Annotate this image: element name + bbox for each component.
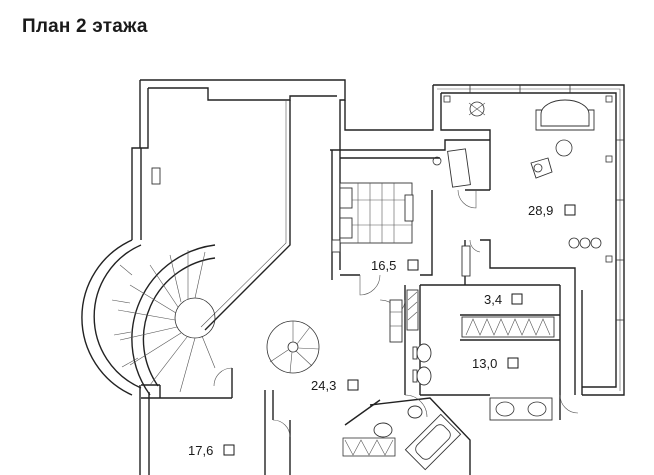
plan-title: План 2 этажа [22, 16, 148, 37]
bed [339, 182, 414, 244]
closet-shelves [389, 289, 555, 343]
window-marks [443, 85, 624, 321]
spiral-staircase-small [266, 320, 320, 374]
room-labels: 16,5 28,9 3,4 13,0 24,3 17,6 [188, 203, 576, 458]
room-label-left: 17,6 [188, 443, 235, 458]
room-label-hall: 24,3 [311, 378, 359, 393]
square-meter-icon [511, 293, 523, 305]
plant-icon [568, 237, 602, 249]
area-room-left: 17,6 [188, 443, 213, 458]
bathroom-fixtures [342, 343, 553, 471]
square-meter-icon [507, 357, 519, 369]
bedroom-desk [432, 148, 471, 277]
area-closet: 3,4 [484, 292, 502, 307]
room-label-living: 28,9 [528, 203, 576, 218]
misc-details [151, 167, 341, 253]
square-meter-icon [223, 444, 235, 456]
room-label-bathroom: 13,0 [472, 356, 519, 371]
square-meter-icon [564, 204, 576, 216]
area-living: 28,9 [528, 203, 553, 218]
area-bathroom: 13,0 [472, 356, 497, 371]
room-label-closet: 3,4 [484, 292, 523, 307]
living-furniture [468, 99, 602, 249]
room-label-bedroom: 16,5 [371, 258, 419, 273]
square-meter-icon [347, 379, 359, 391]
area-hall: 24,3 [311, 378, 336, 393]
square-meter-icon [407, 259, 419, 271]
outer-walls [131, 79, 625, 475]
spiral-staircase-large [81, 239, 216, 396]
area-bedroom: 16,5 [371, 258, 396, 273]
